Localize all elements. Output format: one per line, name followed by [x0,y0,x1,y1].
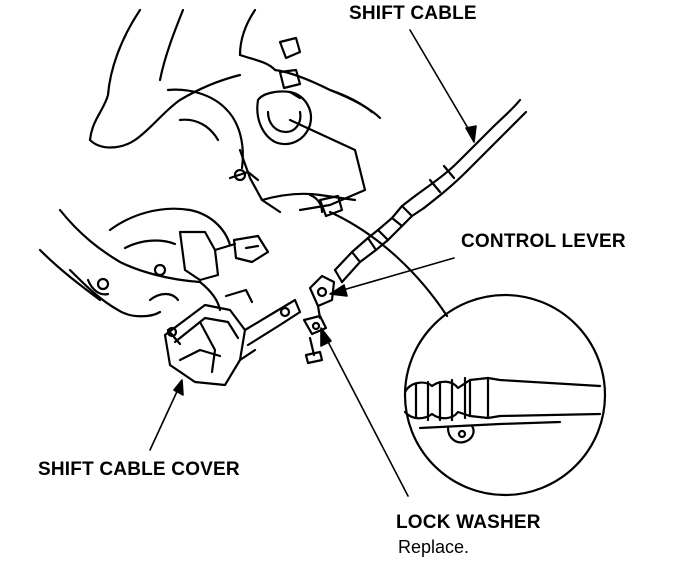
control-lever-label: CONTROL LEVER [461,231,626,252]
lock-washer-note: Replace. [398,537,470,557]
detail-magnifier [328,210,607,497]
control-lever [308,274,336,320]
transmission-housing [38,8,382,318]
shift-cable-cover [163,288,302,387]
lock-washer-label: LOCK WASHER [396,512,541,533]
shift-cable [333,98,528,284]
shift-cable-label: SHIFT CABLE [349,3,477,24]
lock-washer [302,314,328,365]
shift-cable-cover-label: SHIFT CABLE COVER [38,459,240,480]
leader-lines [149,29,477,497]
